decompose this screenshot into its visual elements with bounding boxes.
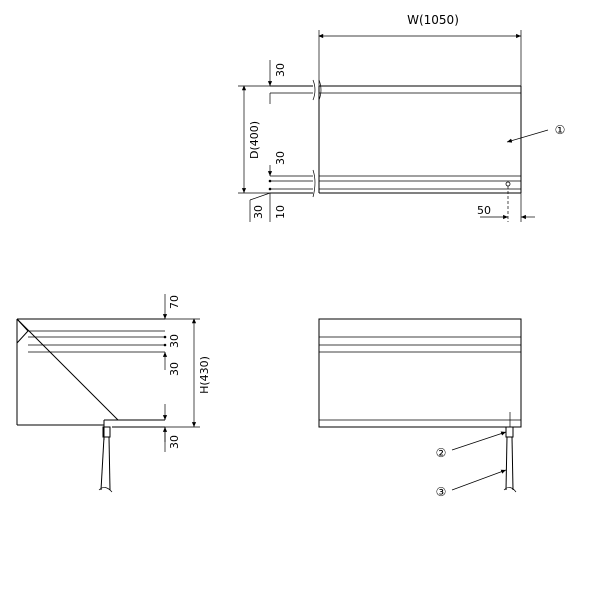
depth-label: D(400) xyxy=(248,121,261,159)
side-view: 70 30 30 30 H(430) xyxy=(16,294,211,493)
callout-2: ② xyxy=(436,446,447,460)
callout-1-leader xyxy=(506,129,549,143)
dim-30-top: 30 xyxy=(274,63,287,77)
dim-30-low: 30 xyxy=(252,205,265,219)
callout-3-leader xyxy=(451,469,507,491)
callout-2-leader xyxy=(451,431,507,451)
height-label: H(430) xyxy=(198,356,211,394)
dim-30-mid: 30 xyxy=(274,151,287,165)
callout-1: ① xyxy=(555,123,566,137)
width-label: W(1050) xyxy=(407,13,459,27)
dim-30-b: 30 xyxy=(168,362,181,376)
dim-30-c: 30 xyxy=(168,435,181,449)
callout-3: ③ xyxy=(436,485,447,499)
bracket xyxy=(102,426,111,438)
dim-10: 10 xyxy=(274,205,287,219)
dim-70: 70 xyxy=(168,295,181,309)
front-bracket xyxy=(505,426,514,438)
dim-30-a: 30 xyxy=(168,334,181,348)
hole-marker xyxy=(505,181,511,187)
dim-50: 50 xyxy=(477,204,491,217)
top-view: W(1050) D(400) 30 30 30 xyxy=(238,13,565,222)
front-view: ② ③ xyxy=(318,318,522,499)
